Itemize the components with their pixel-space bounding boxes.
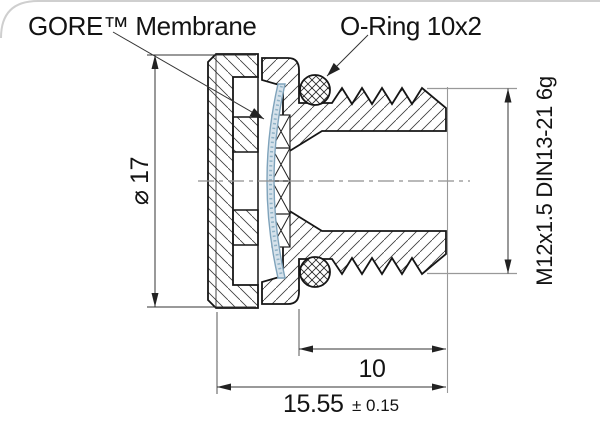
dim-total-length — [216, 312, 446, 394]
dim-total-length-text: 15.55 — [283, 390, 344, 418]
cap-bridge-lower — [232, 209, 259, 246]
card-border — [0, 0, 600, 39]
dim-thread-spec-text: M12x1.5 DIN13-21 6g — [532, 76, 557, 286]
dim-thread — [427, 87, 517, 275]
membrane-strip — [266, 83, 286, 279]
label-o-ring: O-Ring 10x2 — [340, 11, 482, 41]
cap-bridge-upper — [232, 116, 259, 153]
dim-thread-length-text: 10 — [358, 355, 385, 383]
dim-diameter-text: ⌀ 17 — [126, 157, 154, 205]
dim-thread-length — [298, 87, 449, 393]
leader-oring — [326, 34, 369, 77]
o-ring-top-section — [299, 74, 331, 106]
leader-membrane — [112, 31, 265, 120]
dim-diameter — [147, 54, 256, 308]
label-gore-membrane: GORE™ Membrane — [28, 11, 256, 41]
o-ring-bottom-section — [299, 256, 331, 288]
dim-total-tolerance-text: ± 0.15 — [352, 396, 399, 415]
